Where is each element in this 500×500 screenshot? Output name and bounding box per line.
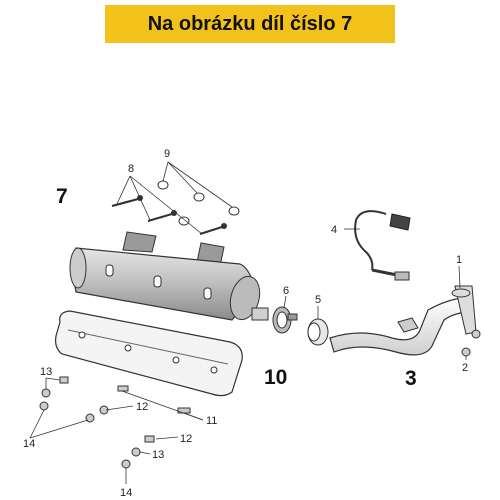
muffler-body: [72, 247, 257, 321]
washers-part-9: [157, 180, 240, 226]
callout-5: 5: [315, 294, 321, 306]
muffler-outlet: [251, 307, 269, 321]
title-banner: Na obrázku díl číslo 7: [105, 5, 395, 43]
sensor-connector: [389, 213, 411, 231]
muffler: [69, 231, 269, 321]
callout-6: 6: [283, 285, 289, 297]
callout-2: 2: [462, 362, 468, 374]
callout-10: 10: [264, 366, 287, 389]
callout-13-right: 13: [152, 449, 164, 461]
callout-8: 8: [128, 163, 134, 175]
clamp-part-6: [272, 295, 298, 334]
gasket-part-1: [451, 265, 471, 298]
heat-shield: [55, 310, 243, 397]
pipe-sensor-boss: [397, 317, 419, 333]
callout-14-right: 14: [120, 487, 132, 499]
callout-9: 9: [164, 148, 170, 160]
nuts-part-2: [461, 329, 481, 360]
gasket-part-5: [307, 306, 329, 346]
bolts-part-8: [111, 195, 227, 236]
muffler-bracket-left: [122, 231, 157, 253]
leader-lines-8-9: [115, 161, 233, 235]
heat-shield-body: [55, 310, 243, 397]
callout-4: 4: [331, 224, 337, 236]
muffler-mount-1: [105, 264, 114, 277]
exhaust-pipe: [329, 285, 477, 356]
callout-12-right: 12: [180, 433, 192, 445]
muffler-mount-3: [203, 287, 212, 300]
callout-1: 1: [456, 254, 462, 266]
hardware-left: [39, 376, 191, 469]
leader-lines-small: [29, 377, 204, 484]
sensor-part-4: [344, 210, 411, 281]
callout-7: 7: [56, 185, 68, 208]
muffler-mount-2: [153, 275, 162, 288]
muffler-front-cap: [69, 247, 87, 289]
callout-12-left: 12: [136, 401, 148, 413]
callout-13-left: 13: [40, 366, 52, 378]
callout-14-left: 14: [23, 438, 35, 450]
callout-3: 3: [405, 367, 417, 390]
callout-11: 11: [206, 415, 217, 427]
page-title: Na obrázku díl číslo 7: [147, 12, 353, 35]
